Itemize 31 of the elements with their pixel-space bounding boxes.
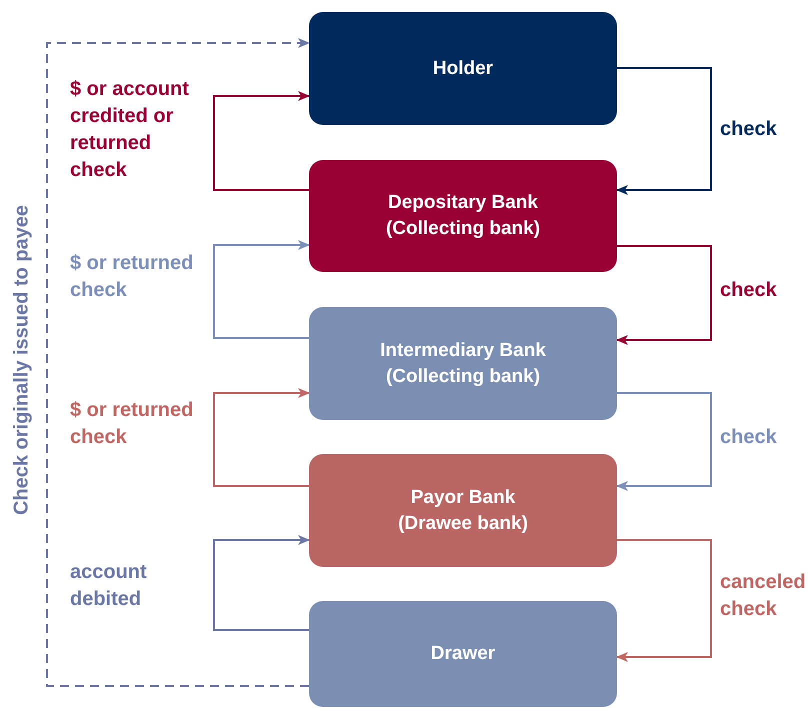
node-text: Holder bbox=[432, 56, 494, 80]
process-box bbox=[309, 12, 617, 125]
edge-label: $ or returned check bbox=[70, 398, 194, 450]
arrow bbox=[616, 392, 712, 491]
process-box bbox=[309, 307, 617, 420]
edge-label: account debited bbox=[70, 560, 148, 612]
edge-label: check bbox=[720, 117, 777, 142]
edge-label: check bbox=[720, 278, 777, 303]
edge-label: $ or account credited or returned check bbox=[70, 77, 190, 183]
node-text: (Drawee bank) bbox=[398, 512, 528, 536]
arrow bbox=[213, 240, 310, 339]
process-box bbox=[309, 601, 617, 707]
node-text: Payor Bank bbox=[410, 486, 516, 510]
arrow bbox=[616, 67, 712, 195]
edge-label: canceled check bbox=[720, 570, 807, 622]
arrow bbox=[616, 245, 712, 345]
arrow bbox=[46, 38, 310, 687]
edge-label: check bbox=[720, 425, 777, 450]
node-text: Intermediary Bank bbox=[380, 338, 546, 362]
process-box bbox=[309, 454, 617, 567]
arrow bbox=[213, 388, 310, 487]
edge-label: $ or returned check bbox=[70, 251, 194, 303]
arrow bbox=[213, 91, 310, 191]
node-text: Drawer bbox=[430, 642, 496, 666]
arrow bbox=[616, 539, 712, 662]
arrow bbox=[213, 535, 310, 631]
node-text: (Collecting bank) bbox=[386, 217, 540, 241]
node-text: (Collecting bank) bbox=[386, 364, 540, 388]
edge-label: Check originally issued to payee bbox=[10, 204, 34, 516]
process-box bbox=[309, 160, 617, 272]
node-text: Depositary Bank bbox=[388, 191, 538, 215]
